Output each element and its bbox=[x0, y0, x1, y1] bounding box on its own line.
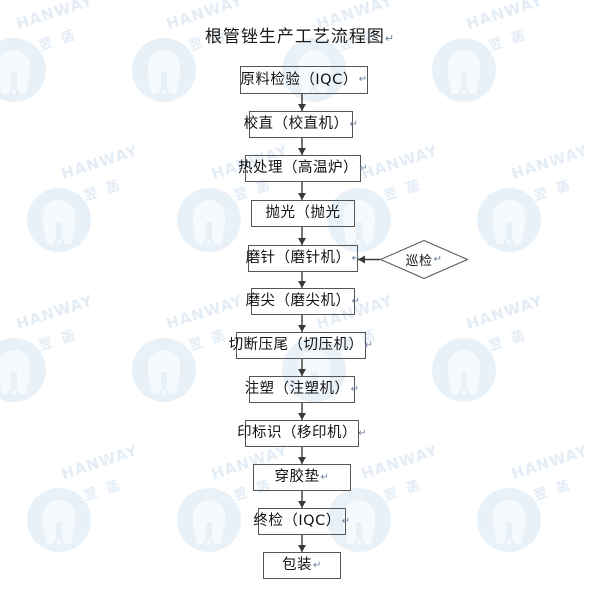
decision-node-d1[interactable]: 巡检↵ bbox=[380, 240, 468, 279]
page-title-text: 根管锉生产工艺流程图 bbox=[204, 27, 385, 47]
node-label: 切断压尾（切压机） bbox=[228, 337, 364, 354]
arrowhead-down-icon bbox=[298, 545, 306, 552]
process-node-n12[interactable]: 包装↵ bbox=[263, 552, 341, 579]
process-node-n10[interactable]: 穿胶垫↵ bbox=[253, 464, 351, 491]
node-label: 印标识（移印机） bbox=[237, 425, 358, 442]
paragraph-mark-icon: ↵ bbox=[433, 254, 443, 265]
paragraph-mark-icon: ↵ bbox=[351, 252, 361, 264]
arrowhead-down-icon bbox=[298, 413, 306, 420]
node-label: 磨针（磨针机） bbox=[245, 250, 351, 267]
paragraph-mark-icon: ↵ bbox=[364, 339, 374, 351]
arrowhead-down-icon bbox=[298, 281, 306, 288]
page-title: 根管锉生产工艺流程图↵ bbox=[0, 22, 600, 47]
process-node-n9[interactable]: 印标识（移印机）↵ bbox=[237, 420, 366, 447]
paragraph-mark-icon: ↵ bbox=[351, 295, 361, 307]
node-label: 穿胶垫 bbox=[274, 469, 320, 486]
node-label: 抛光（抛光 bbox=[265, 205, 341, 222]
arrowhead-down-icon bbox=[298, 238, 306, 245]
node-label: 磨尖（磨尖机） bbox=[245, 293, 351, 310]
node-label: 终检（IQC） bbox=[253, 513, 341, 530]
paragraph-mark-icon: ↵ bbox=[320, 471, 330, 483]
process-node-n4[interactable]: 抛光（抛光 bbox=[251, 200, 355, 227]
process-node-n6[interactable]: 磨尖（磨尖机）↵ bbox=[246, 288, 360, 315]
paragraph-mark-icon: ↵ bbox=[341, 515, 351, 527]
arrowhead-down-icon bbox=[298, 148, 306, 155]
process-node-n3[interactable]: 热处理（高温炉）↵ bbox=[238, 155, 367, 182]
paragraph-mark-icon: ↵ bbox=[349, 118, 359, 130]
process-node-n7[interactable]: 切断压尾（切压机）↵ bbox=[229, 332, 373, 359]
arrowhead-down-icon bbox=[298, 501, 306, 508]
paragraph-mark-icon: ↵ bbox=[313, 559, 322, 571]
diamond-shape-icon bbox=[380, 240, 468, 279]
paragraph-mark-icon: ↵ bbox=[359, 162, 368, 174]
process-node-n8[interactable]: 注塑（注塑机）↵ bbox=[245, 376, 359, 403]
process-node-n1[interactable]: 原料检验（IQC）↵ bbox=[240, 66, 368, 94]
node-label: 校直（校直机） bbox=[243, 116, 349, 133]
node-label: 巡检 bbox=[405, 254, 433, 269]
arrowhead-down-icon bbox=[298, 104, 306, 111]
paragraph-mark-icon: ↵ bbox=[358, 427, 367, 439]
process-node-n2[interactable]: 校直（校直机）↵ bbox=[244, 111, 358, 138]
arrowhead-left-icon bbox=[358, 255, 365, 264]
decision-label-wrap: 巡检↵ bbox=[380, 240, 468, 279]
paragraph-mark-icon: ↵ bbox=[350, 383, 360, 395]
node-label: 原料检验（IQC） bbox=[240, 71, 358, 88]
process-node-n5[interactable]: 磨针（磨针机）↵ bbox=[245, 245, 361, 272]
arrowhead-down-icon bbox=[298, 457, 306, 464]
paragraph-mark-icon: ↵ bbox=[358, 74, 368, 85]
arrowhead-down-icon bbox=[298, 193, 306, 200]
node-label: 注塑（注塑机） bbox=[244, 381, 350, 398]
node-label: 包装 bbox=[282, 557, 313, 574]
process-node-n11[interactable]: 终检（IQC）↵ bbox=[253, 508, 350, 535]
arrowhead-down-icon bbox=[298, 325, 306, 332]
node-label: 热处理（高温炉） bbox=[238, 160, 359, 177]
paragraph-mark-icon: ↵ bbox=[384, 32, 396, 45]
